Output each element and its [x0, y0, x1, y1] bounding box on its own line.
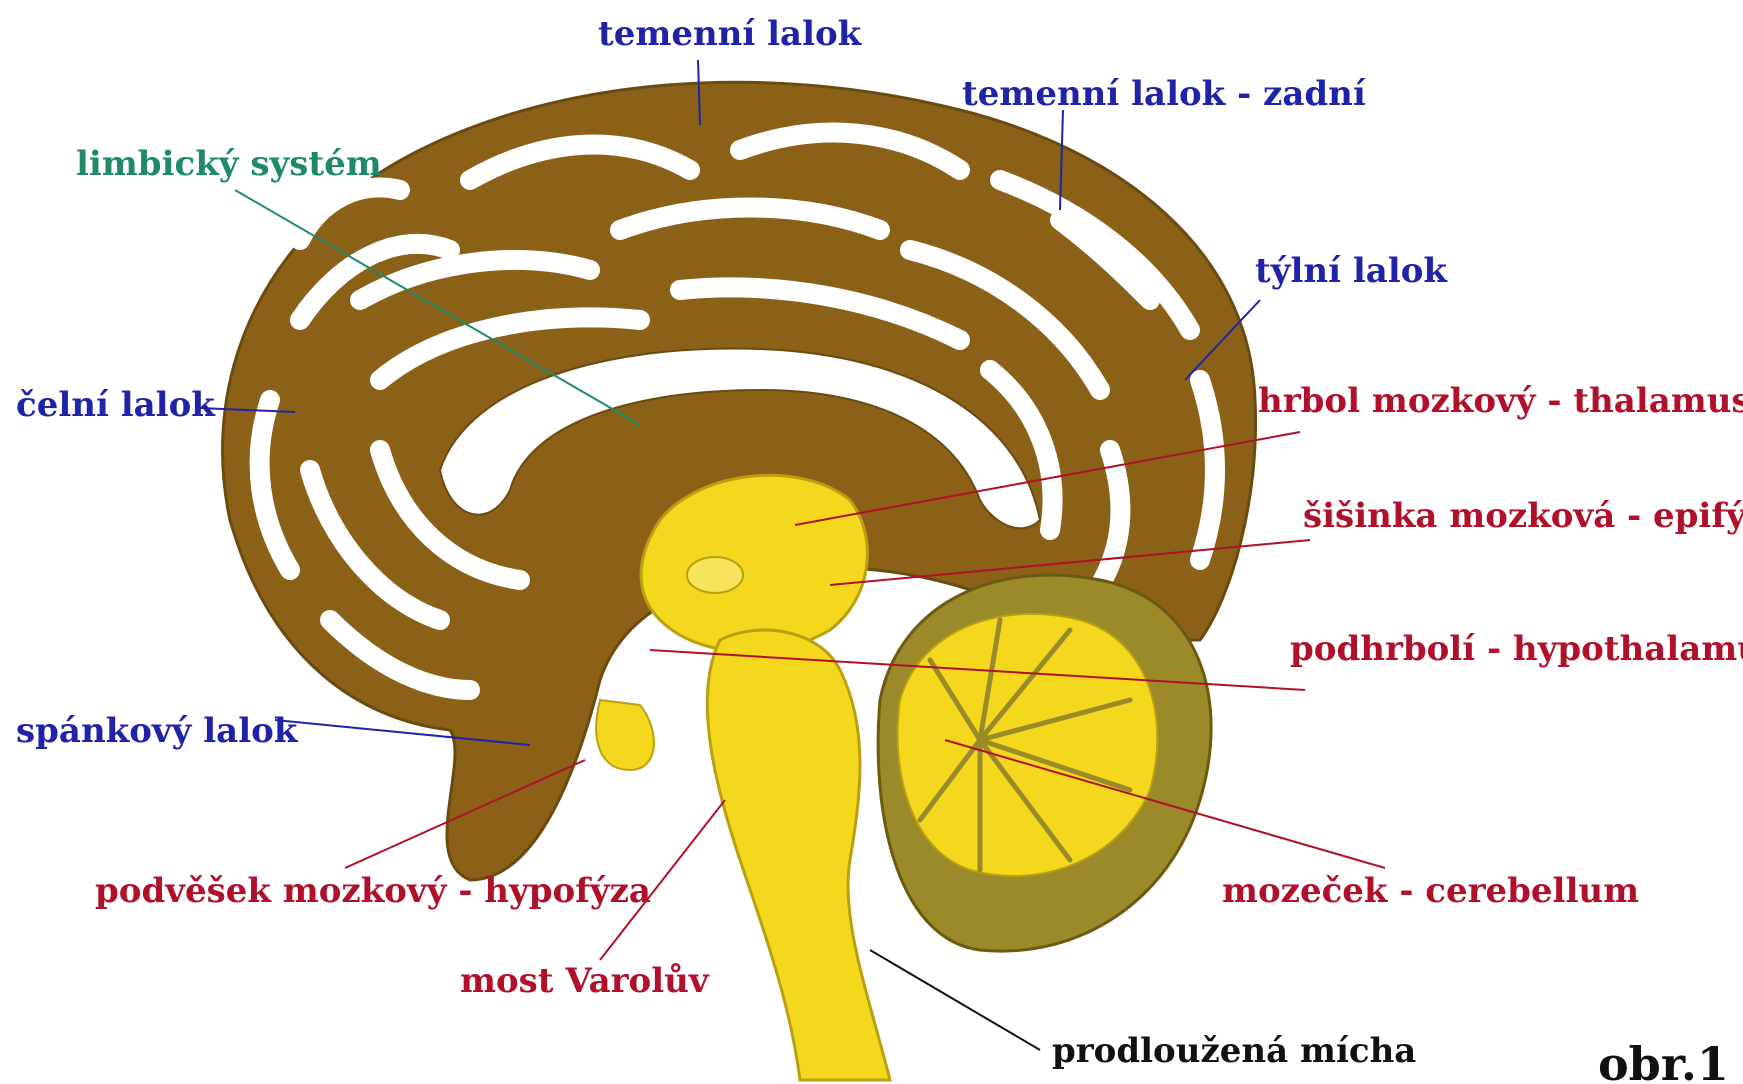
label-most-varoluv: most Varolův — [460, 961, 710, 1001]
label-prodlouzena-micha: prodloužená mícha — [1052, 1031, 1416, 1071]
label-sisinka-mozkova: šišinka mozková - epifýza — [1303, 496, 1743, 536]
label-spankovy-lalok: spánkový lalok — [16, 711, 299, 751]
label-temenni-lalok-zadni: temenní lalok - zadní — [962, 74, 1366, 114]
label-limbicky-system: limbický systém — [76, 144, 382, 184]
label-podhrboli: podhrbolí - hypothalamus — [1290, 629, 1743, 669]
label-celni-lalok: čelní lalok — [16, 385, 216, 425]
label-temenni-lalok: temenní lalok — [598, 14, 863, 54]
figure-label: obr.1 — [1598, 1037, 1729, 1084]
label-podvesek-mozkovy: podvěšek mozkový - hypofýza — [95, 871, 651, 911]
label-hrbol-mozkovy: hrbol mozkový - thalamus — [1258, 381, 1743, 421]
label-tylni-lalok: týlní lalok — [1255, 251, 1448, 291]
label-mozecek: mozeček - cerebellum — [1222, 871, 1639, 911]
cerebellum — [878, 575, 1211, 951]
